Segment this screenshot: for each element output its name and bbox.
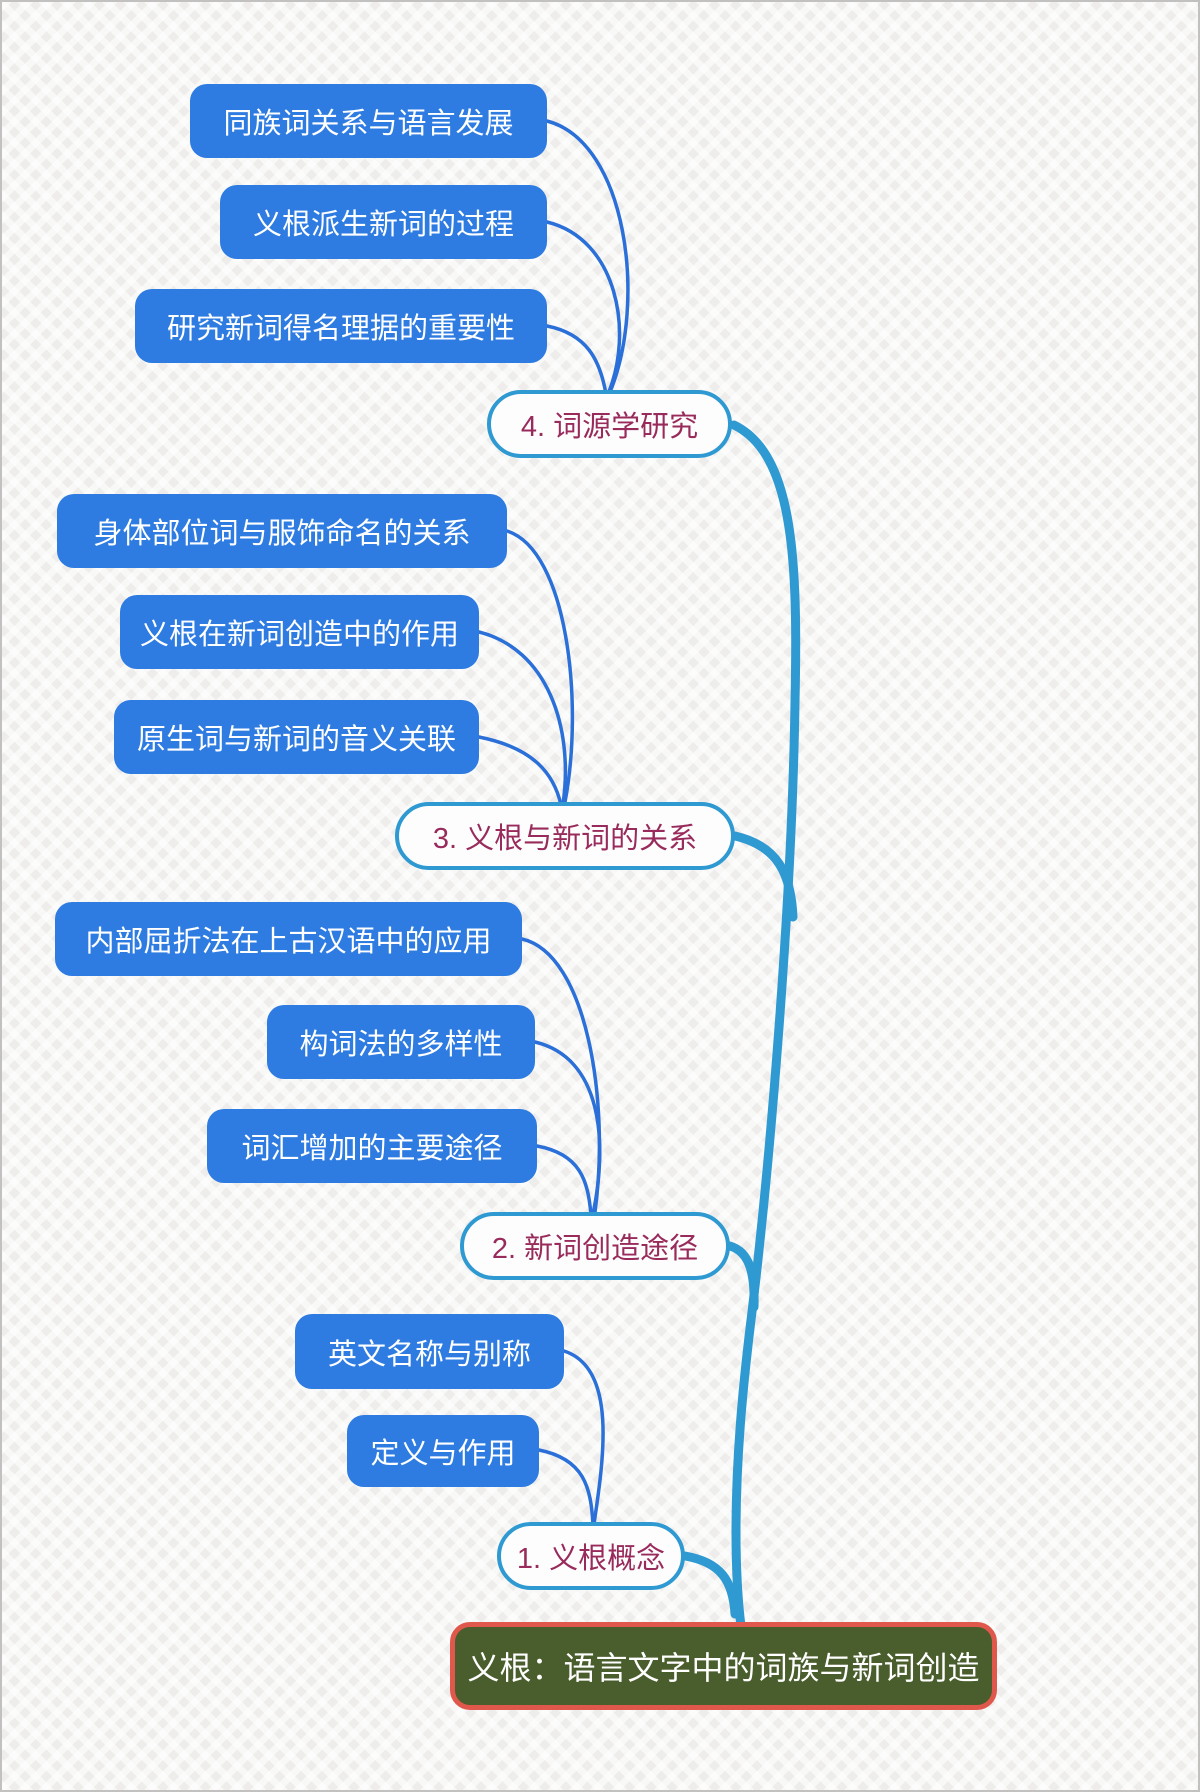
branch-2-child-3[interactable]: 词汇增加的主要途径 bbox=[207, 1109, 537, 1183]
branch-3-child-2[interactable]: 义根在新词创造中的作用 bbox=[120, 595, 479, 669]
branch-1-child-2[interactable]: 定义与作用 bbox=[347, 1415, 539, 1487]
branch-1-child-1-connector bbox=[562, 1349, 605, 1526]
branch-3-child-2-connector bbox=[477, 630, 568, 806]
branch-3-trunk-join bbox=[730, 831, 798, 922]
branch-3-child-3[interactable]: 原生词与新词的音义关联 bbox=[114, 700, 479, 774]
branch-1-child-1[interactable]: 英文名称与别称 bbox=[295, 1314, 564, 1389]
branch-1-child-2-connector bbox=[537, 1448, 595, 1527]
branch-node-4[interactable]: 4. 词源学研究 bbox=[487, 390, 732, 458]
branch-3-child-1-connector bbox=[505, 529, 575, 804]
branch-4-child-1[interactable]: 同族词关系与语言发展 bbox=[190, 84, 547, 158]
branch-2-trunk-join bbox=[725, 1241, 759, 1312]
branch-node-2[interactable]: 2. 新词创造途径 bbox=[460, 1212, 730, 1280]
branch-node-3[interactable]: 3. 义根与新词的关系 bbox=[395, 802, 735, 870]
branch-4-child-2[interactable]: 义根派生新词的过程 bbox=[220, 185, 547, 259]
branch-4-child-1-connector bbox=[545, 119, 630, 394]
root-node[interactable]: 义根：语言文字中的词族与新词创造 bbox=[450, 1622, 997, 1710]
branch-2-child-2[interactable]: 构词法的多样性 bbox=[267, 1005, 535, 1079]
trunk-connector bbox=[729, 420, 801, 1631]
branch-3-child-3-connector bbox=[477, 735, 563, 807]
branch-node-1[interactable]: 1. 义根概念 bbox=[497, 1522, 685, 1590]
branch-2-child-1[interactable]: 内部屈折法在上古汉语中的应用 bbox=[55, 902, 522, 976]
branch-4-child-2-connector bbox=[545, 220, 622, 396]
branch-2-child-2-connector bbox=[533, 1040, 602, 1216]
branch-2-child-3-connector bbox=[535, 1144, 593, 1217]
branch-4-child-3-connector bbox=[545, 324, 608, 396]
branch-4-child-3[interactable]: 研究新词得名理据的重要性 bbox=[135, 289, 547, 363]
branch-3-child-1[interactable]: 身体部位词与服饰命名的关系 bbox=[57, 494, 507, 568]
branch-1-trunk-join bbox=[680, 1551, 740, 1619]
